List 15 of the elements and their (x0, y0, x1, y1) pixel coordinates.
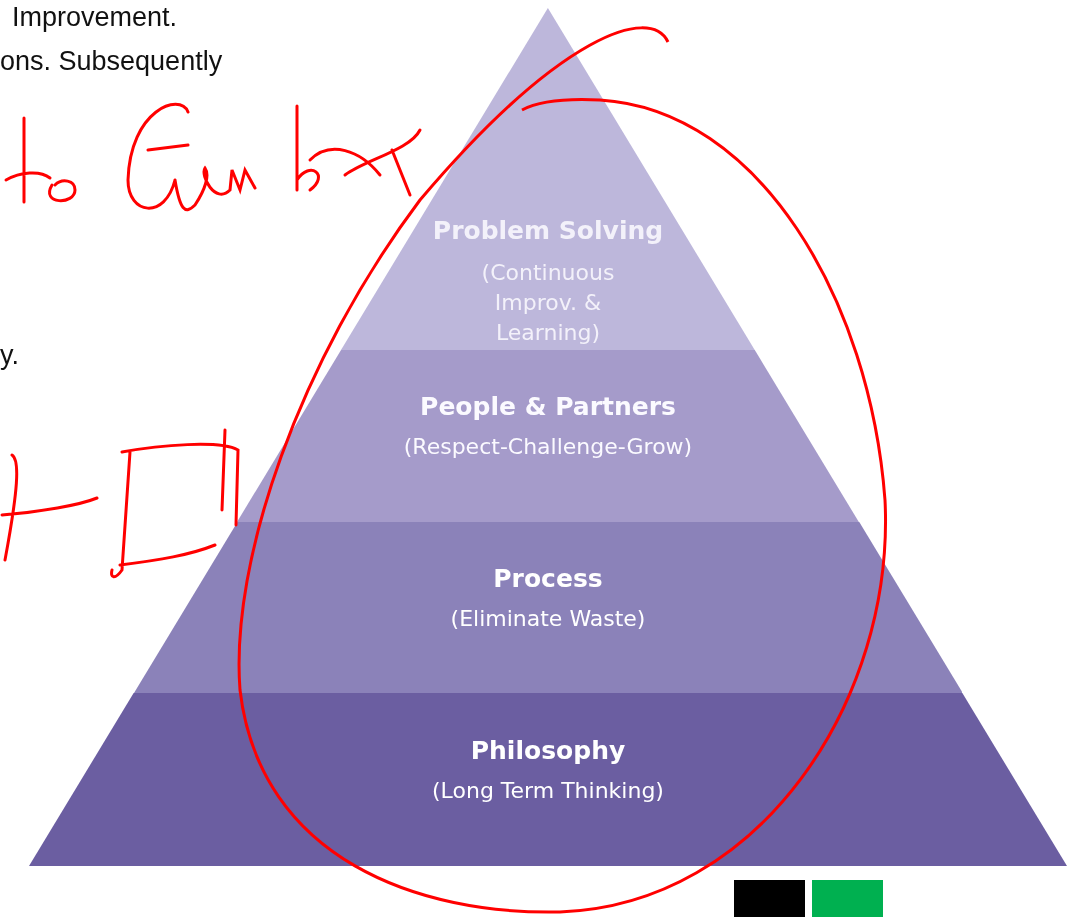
tier-title: Philosophy (469, 735, 627, 765)
tier-title: Process (492, 563, 604, 593)
pyramid-tier (237, 350, 859, 522)
tier-subtitle: (Eliminate Waste) (449, 605, 647, 631)
tier-title: People & Partners (419, 392, 677, 421)
text-fragment: Improvement. (12, 2, 178, 33)
pyramid-tier (341, 8, 755, 350)
tier-subtitle: (Long Term Thinking) (431, 777, 665, 803)
text-fragment: y. (0, 340, 19, 371)
tier-subtitle: (Respect-Challenge-Grow) (402, 434, 694, 459)
tier-subtitle: (Continuous Improv. & Learning) (480, 259, 616, 347)
text-fragment: ons. Subsequently (0, 46, 223, 77)
pyramid-tier (133, 522, 963, 693)
tier-title: Problem Solving (431, 216, 665, 245)
pyramid-tier (29, 693, 1067, 866)
